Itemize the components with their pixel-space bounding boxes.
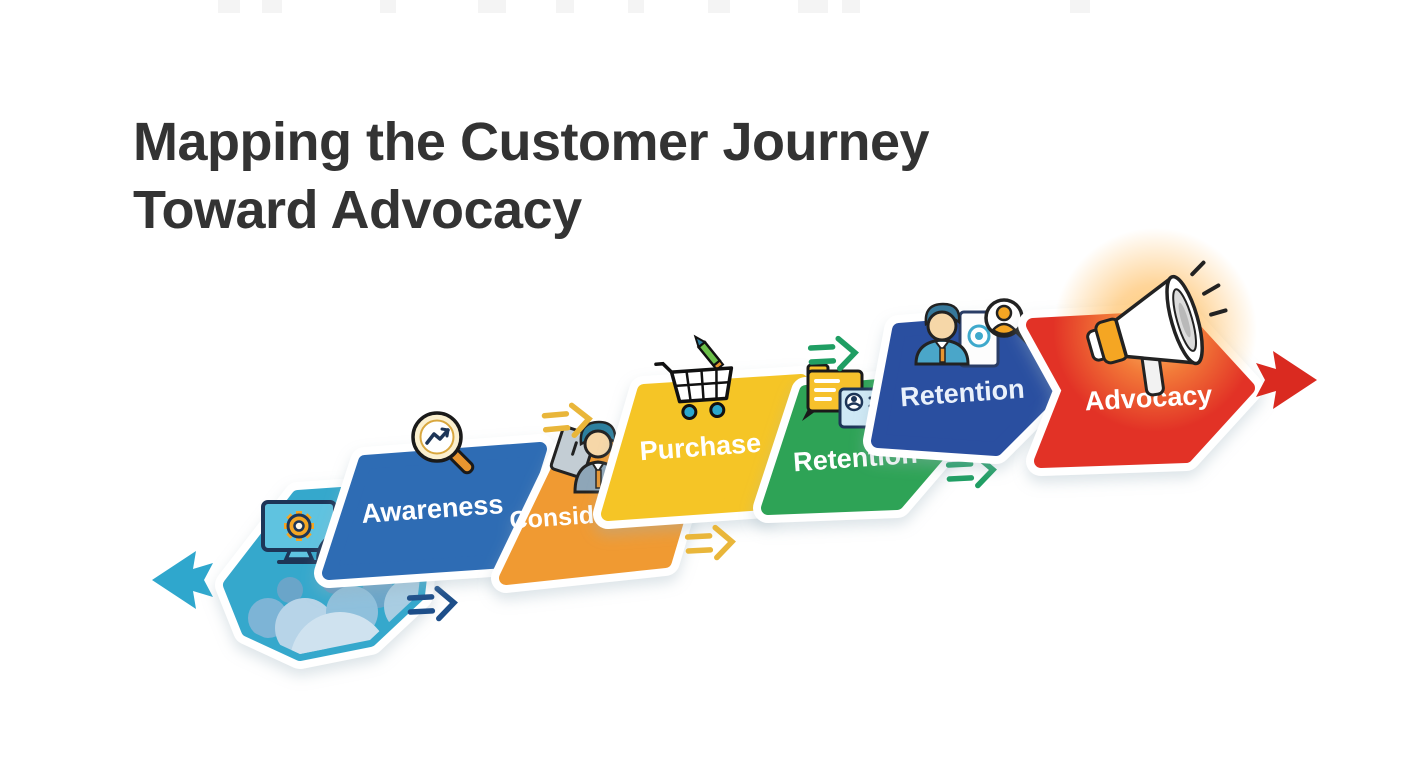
- stage-retention-green: Retention: [753, 369, 966, 523]
- customer-profile-magnifier-icon: [914, 298, 1032, 368]
- magnifier-trend-icon: [411, 411, 475, 475]
- page-title-line2: Toward Advocacy: [133, 180, 582, 241]
- cart-pencil-icon: [654, 334, 734, 421]
- top-edge-tick: [628, 0, 644, 13]
- top-edge-tick: [1070, 0, 1090, 13]
- sound-lines-icon: [1190, 260, 1228, 317]
- double-arrow-icon: [807, 335, 859, 372]
- double-arrow-icon: [684, 524, 736, 561]
- double-arrow-icon: [406, 585, 458, 622]
- businessman-icon: [914, 302, 970, 366]
- top-edge-tick: [262, 0, 282, 13]
- double-arrow-icon: [541, 402, 593, 438]
- top-edge-tick: [380, 0, 396, 13]
- flow-end-arrow-icon: [1256, 351, 1317, 409]
- pencil-icon: [693, 334, 725, 371]
- top-edge-tick: [556, 0, 574, 13]
- megaphone-icon: [1086, 260, 1228, 397]
- computer-gear-icon: [261, 500, 337, 564]
- page-title-line1: Mapping the Customer Journey: [133, 112, 930, 172]
- gear-icon: [284, 511, 314, 541]
- top-edge-tick: [478, 0, 506, 13]
- top-edge-tick: [842, 0, 860, 13]
- stage-awareness: Awareness: [314, 434, 555, 588]
- top-edge-tick: [708, 0, 730, 13]
- top-edge-tick: [798, 0, 828, 13]
- page-title: Mapping the Customer Journey Toward Advo…: [133, 108, 1133, 244]
- flow-start-arrow-icon: [152, 551, 213, 609]
- top-edge-tick: [218, 0, 240, 13]
